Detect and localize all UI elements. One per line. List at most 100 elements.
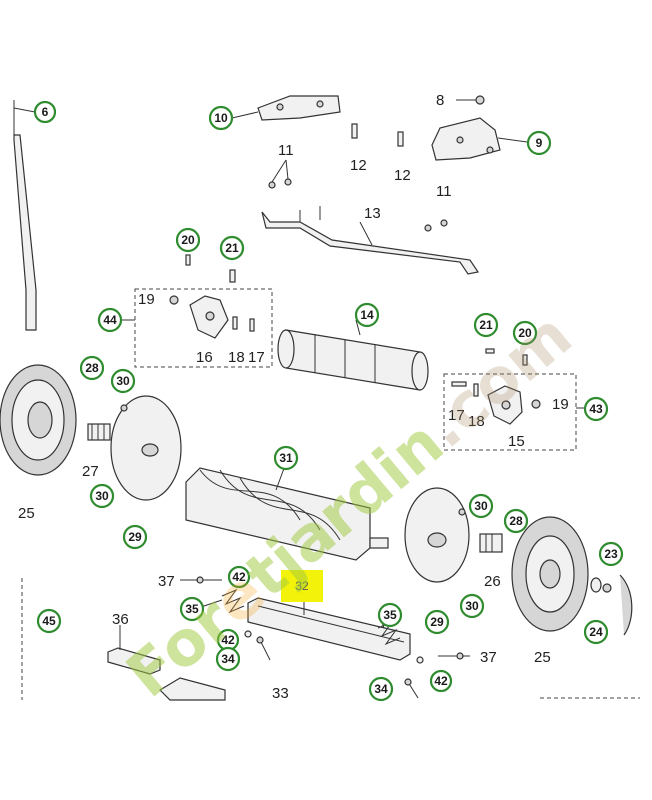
- part-label-19-right: 19: [552, 396, 569, 413]
- badge-label-45: 45: [42, 614, 56, 628]
- badge-label-30-d: 30: [465, 599, 479, 613]
- part-label-27: 27: [82, 463, 99, 480]
- badge-label-21-right: 21: [479, 318, 493, 332]
- handle-bracket-right: [431, 117, 501, 161]
- badge-42-a: 42: [227, 565, 251, 589]
- badge-label-44: 44: [103, 313, 117, 327]
- wheel-left: [0, 364, 77, 476]
- plain-labels: 8 11 11 12 12 13 15 16 17 17 18 18 19 19…: [18, 92, 569, 702]
- badge-20-right: 20: [512, 320, 538, 346]
- badge-10: 10: [208, 105, 234, 131]
- badge-9: 9: [526, 130, 552, 156]
- part-label-16: 16: [196, 349, 213, 366]
- pin-12-left: [351, 123, 358, 139]
- badge-label-14: 14: [360, 308, 374, 322]
- part-label-19-left: 19: [138, 291, 155, 308]
- badge-21-right: 21: [473, 312, 499, 338]
- cap-23: [602, 583, 612, 593]
- badge-label-10: 10: [214, 111, 228, 125]
- gear-26: [479, 533, 503, 553]
- spring-left: [221, 588, 245, 614]
- highlight-32[interactable]: 32: [281, 570, 323, 602]
- part-label-36: 36: [112, 611, 129, 628]
- gear-27: [87, 423, 111, 441]
- part-label-26: 26: [484, 573, 501, 590]
- badge-label-35-left: 35: [185, 602, 199, 616]
- part-label-32: 32: [295, 579, 309, 593]
- badge-label-35-right: 35: [383, 608, 397, 622]
- badge-34-right: 34: [368, 676, 394, 702]
- badge-label-43: 43: [589, 402, 603, 416]
- part-label-33: 33: [272, 685, 289, 702]
- small-parts-43: [451, 348, 541, 409]
- part-label-17-right: 17: [448, 407, 465, 424]
- badge-35-right: 35: [377, 602, 403, 628]
- part-label-11-left: 11: [278, 142, 294, 159]
- badge-35-left: 35: [179, 596, 205, 622]
- badge-label-23: 23: [604, 547, 618, 561]
- pin-12-right: [397, 131, 404, 147]
- badge-label-6: 6: [42, 105, 49, 119]
- badge-30-b: 30: [89, 483, 115, 509]
- shaft-36: [107, 647, 161, 675]
- badge-label-20-right: 20: [518, 326, 532, 340]
- badge-label-21-left: 21: [225, 241, 239, 255]
- badge-label-28-left: 28: [85, 361, 99, 375]
- screws-11-right: [424, 219, 448, 232]
- badge-30-d: 30: [459, 593, 485, 619]
- badge-31: 31: [273, 445, 299, 471]
- badge-6: 6: [33, 100, 57, 124]
- side-bracket-15: [487, 385, 523, 425]
- part-label-18-left: 18: [228, 349, 245, 366]
- badge-43: 43: [583, 396, 609, 422]
- bedknife-bar: [247, 597, 411, 661]
- badge-20-left: 20: [175, 227, 201, 253]
- badge-23: 23: [598, 541, 624, 567]
- handle-bracket-left: [257, 95, 341, 121]
- badge-24: 24: [583, 619, 609, 645]
- side-plate-left-29: [110, 395, 182, 501]
- badge-label-34-right: 34: [374, 682, 388, 696]
- handle-frame: [261, 206, 479, 275]
- washer-24: [590, 577, 602, 593]
- bolt-37-right: [438, 652, 464, 660]
- roller: [277, 329, 429, 391]
- badge-30-a: 30: [110, 368, 136, 394]
- part-label-25-right: 25: [534, 649, 551, 666]
- badge-14: 14: [354, 302, 380, 328]
- part-label-13: 13: [364, 205, 381, 222]
- part-label-11-right: 11: [436, 183, 452, 200]
- badge-label-30-c: 30: [474, 499, 488, 513]
- part-label-37-left: 37: [158, 573, 175, 590]
- part-label-12-right: 12: [394, 167, 411, 184]
- group-box-43: [443, 373, 577, 451]
- bolt-34-right: [404, 678, 419, 699]
- cutting-cylinder: [185, 467, 389, 561]
- screws-11-left: [268, 159, 292, 189]
- part-label-15: 15: [508, 433, 525, 450]
- wheel-edge-far-right: [619, 574, 633, 636]
- group-box-44: [134, 288, 273, 368]
- badge-label-30-a: 30: [116, 374, 130, 388]
- badge-label-31: 31: [279, 451, 293, 465]
- badge-42-c: 42: [429, 669, 453, 693]
- bolt-8: [456, 95, 485, 105]
- badge-label-9: 9: [536, 136, 543, 150]
- part-label-8: 8: [436, 92, 444, 109]
- part-label-17-left: 17: [248, 349, 265, 366]
- badge-21-left: 21: [219, 235, 245, 261]
- badge-label-42-a: 42: [232, 570, 246, 584]
- badge-44: 44: [97, 307, 123, 333]
- badge-28-right: 28: [503, 508, 529, 534]
- badge-30-c: 30: [468, 493, 494, 519]
- badge-label-34-left: 34: [221, 652, 235, 666]
- handle-bar: [13, 100, 37, 331]
- badge-label-28-right: 28: [509, 514, 523, 528]
- badge-label-30-b: 30: [95, 489, 109, 503]
- badge-29-right: 29: [424, 609, 450, 635]
- wheel-right: [511, 516, 589, 632]
- part-label-37-right: 37: [480, 649, 497, 666]
- bracket-33: [159, 677, 226, 701]
- badge-label-24: 24: [589, 625, 603, 639]
